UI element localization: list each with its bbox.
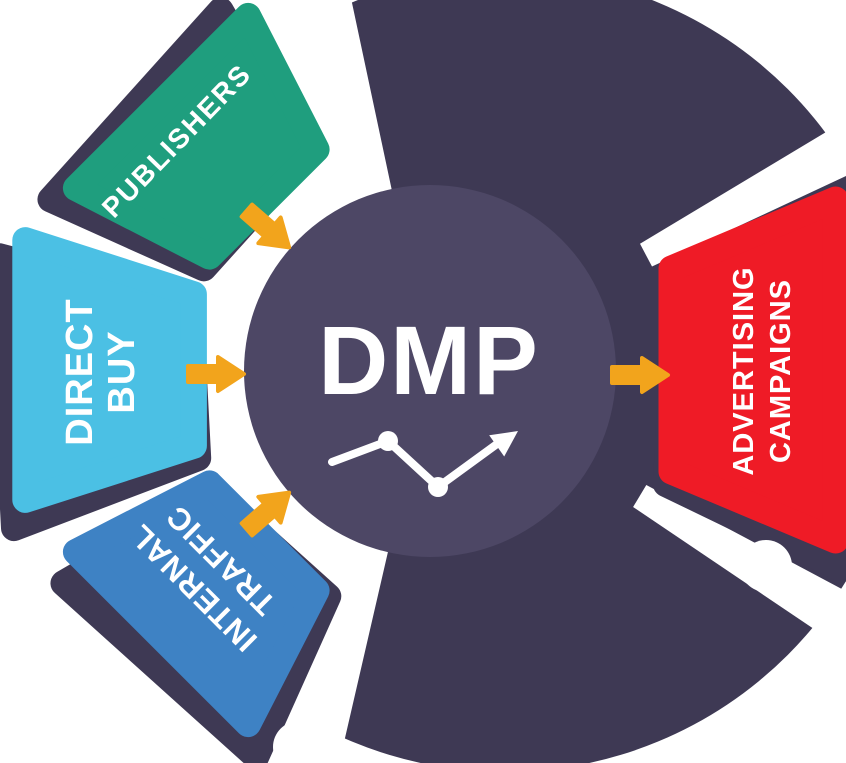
- trend-line-icon: [328, 431, 518, 497]
- advertising-line2: CAMPAIGNS: [765, 278, 797, 464]
- trend-dot-1: [378, 431, 398, 451]
- direct-buy-wedge: [12, 227, 207, 513]
- notch-bottom-icon: [273, 721, 325, 763]
- advertising-line1: ADVERTISING: [728, 266, 760, 476]
- trend-dot-2: [428, 477, 448, 497]
- trend-arrowhead-icon: [489, 431, 518, 457]
- hub-label: DMP: [318, 306, 540, 415]
- trend-line-path: [328, 437, 501, 491]
- publishers-input-arrow-icon: [239, 202, 292, 250]
- internal-traffic-input-arrow-icon: [239, 490, 292, 538]
- notch-right-icon: [740, 540, 792, 592]
- output-gap-top: [640, 120, 846, 267]
- publishers-wedge: [62, 2, 330, 270]
- output-gap-bottom: [633, 485, 846, 651]
- output-arrow-icon: [610, 356, 670, 394]
- segment-label-advertising-campaigns: ADVERTISING CAMPAIGNS: [726, 211, 800, 531]
- advertising-wedge: [658, 186, 846, 554]
- direct-buy-input-arrow-icon: [186, 355, 246, 393]
